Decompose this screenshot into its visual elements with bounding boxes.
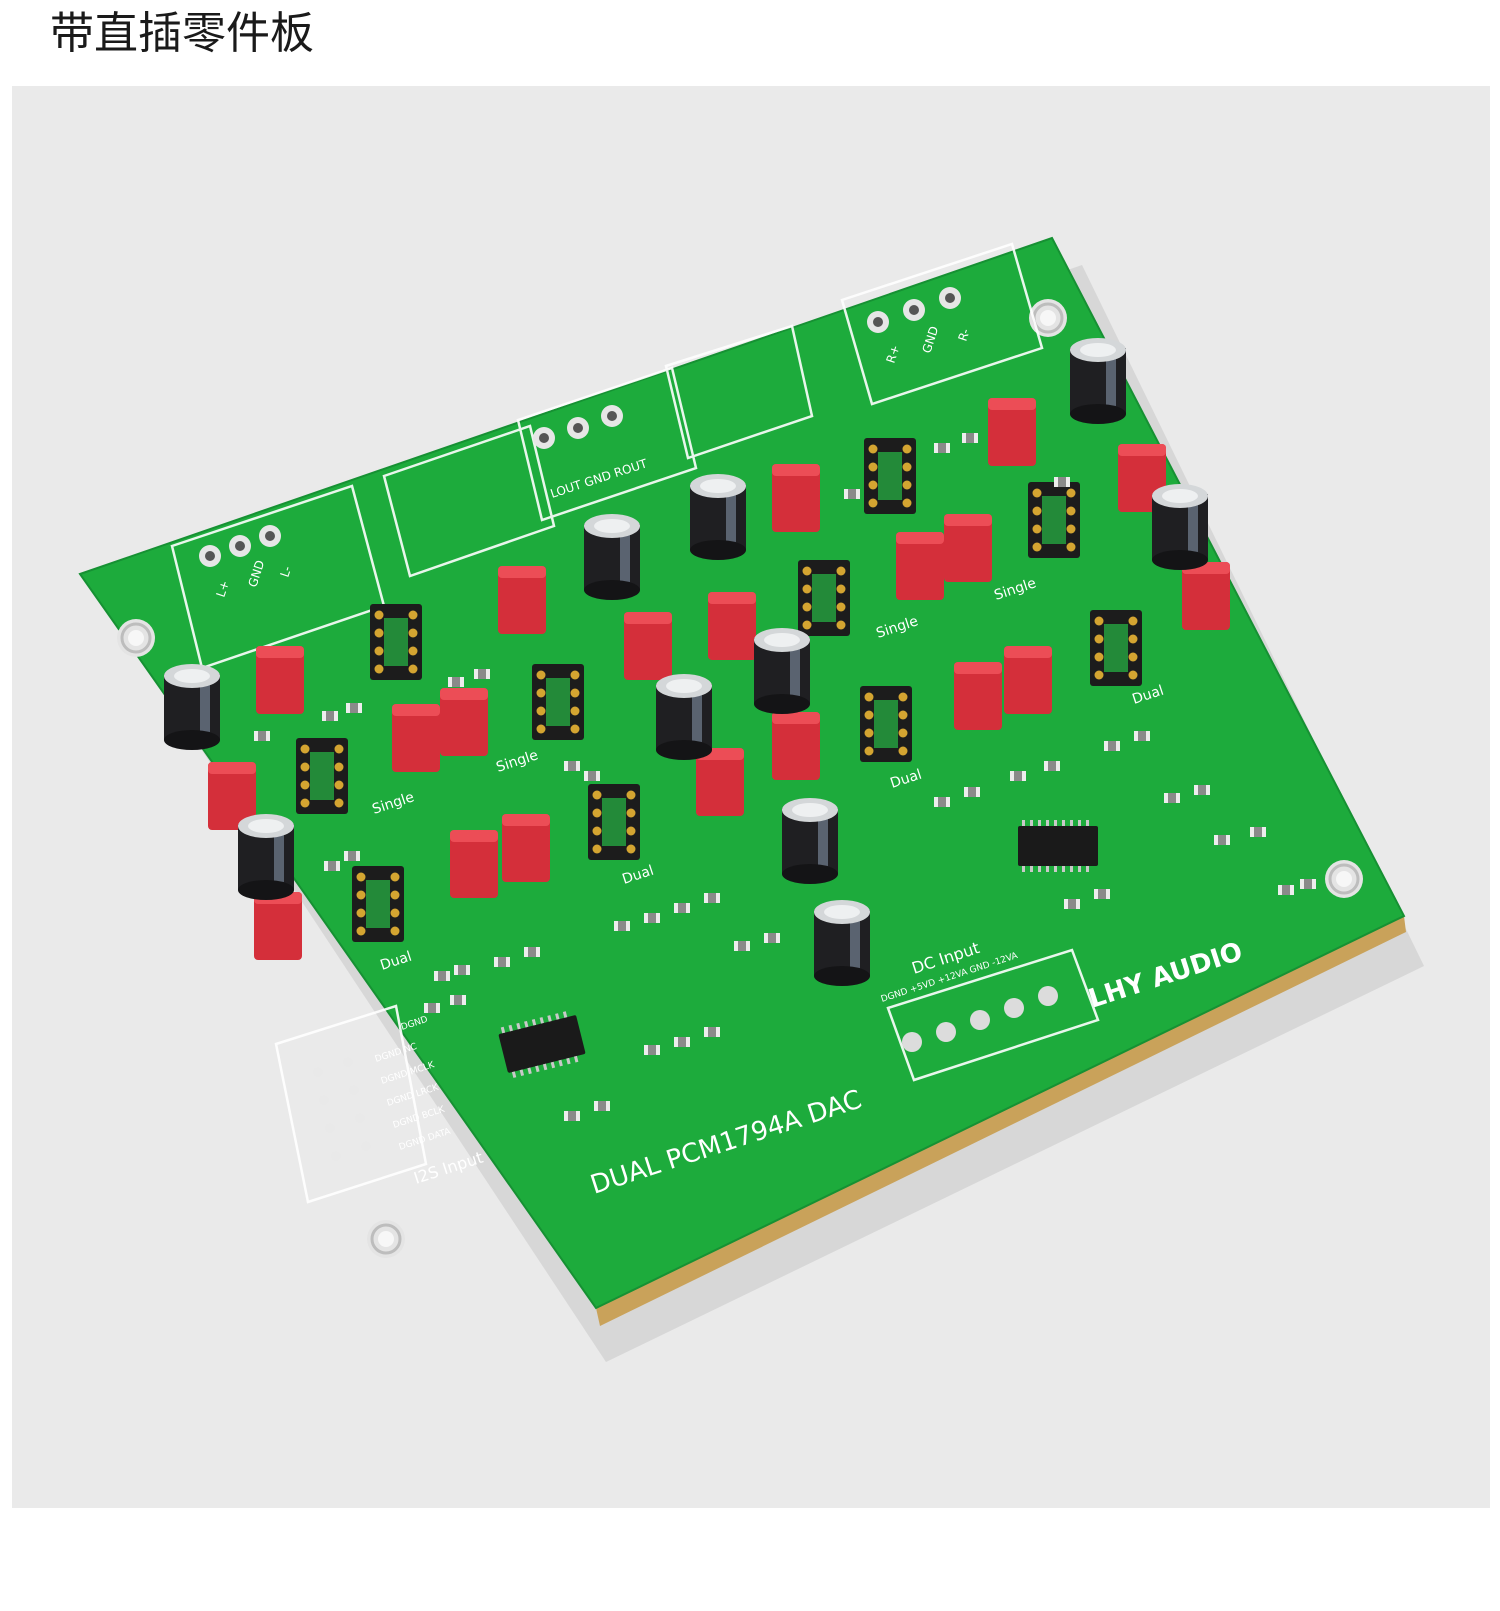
i2s-header <box>313 1057 371 1161</box>
mounting-hole-icon <box>365 1218 407 1260</box>
i2s-pin-5: DGND DATA <box>398 1127 453 1153</box>
dc-input-terminal <box>902 986 1058 1052</box>
pcb-board-illustration: L+ GND L- R+ GND R- LOUT GND ROUT Single… <box>78 236 1424 1362</box>
dac-chip-right <box>1018 820 1098 872</box>
page-title: 带直插零件板 <box>50 8 314 59</box>
right-output-terminal <box>867 287 961 333</box>
output-terminal <box>533 405 623 449</box>
i2s-input-title: I2S Input <box>411 1148 485 1188</box>
mounting-hole-icon <box>1323 858 1365 900</box>
right-pin-3: R- <box>956 327 973 343</box>
right-pin-1: R+ <box>884 343 903 365</box>
left-output-terminal <box>199 525 281 567</box>
mounting-hole-icon <box>1027 297 1069 339</box>
mounting-hole-icon <box>115 617 157 659</box>
left-pin-1: L+ <box>214 579 232 599</box>
left-pin-3: L- <box>278 564 295 579</box>
product-photo: L+ GND L- R+ GND R- LOUT GND ROUT Single… <box>12 86 1490 1508</box>
